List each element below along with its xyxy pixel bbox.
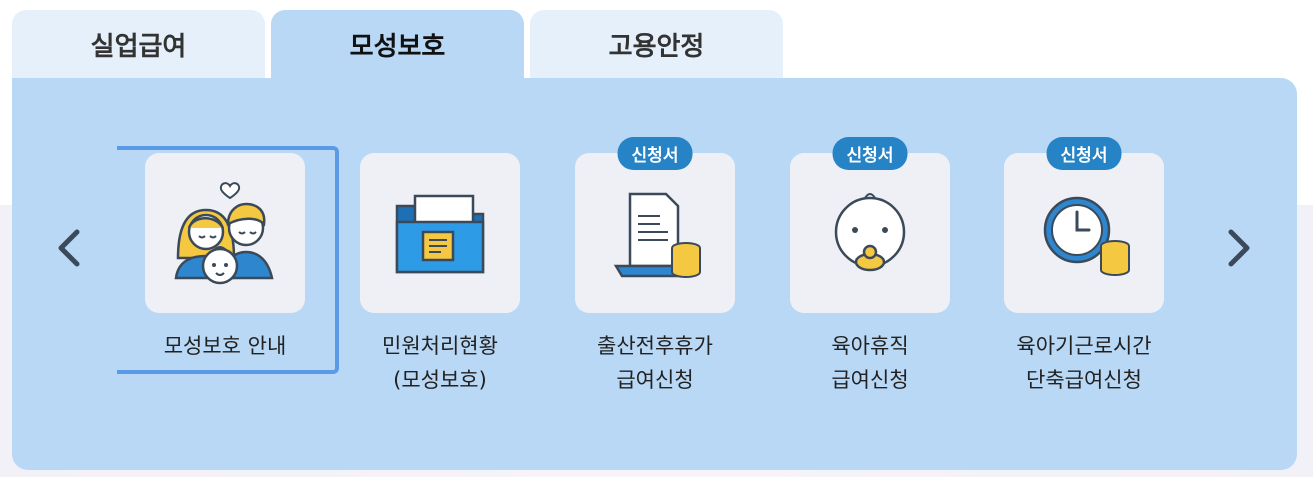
baby-pacifier-icon	[834, 193, 906, 272]
menu-card: 신청서	[575, 137, 735, 313]
next-arrow-button[interactable]	[1220, 218, 1260, 278]
menu-item-label: 민원처리현황 (모성보호)	[350, 329, 530, 397]
menu-item-parental-leave-benefit[interactable]: 신청서 육아휴직 급여신청	[780, 137, 960, 397]
chevron-left-icon	[58, 229, 80, 267]
menu-card	[360, 153, 520, 313]
tab-maternity-protection[interactable]: 모성보호	[271, 10, 524, 78]
menu-card: 신청서	[790, 137, 950, 313]
menu-item-label: 출산전후휴가 급여신청	[565, 329, 745, 397]
label-line-2: 단축급여신청	[1026, 368, 1142, 392]
tab-panel: 모성보호 안내 민원처리현황 (모성보호) 신청서	[12, 78, 1297, 470]
label-line-1: 민원처리현황	[382, 334, 498, 358]
menu-item-maternity-guide[interactable]: 모성보호 안내	[135, 153, 315, 363]
label-line-1: 출산전후휴가	[597, 334, 713, 358]
menu-item-label: 육아기근로시간 단축급여신청	[994, 329, 1174, 397]
label-line-1: 육아휴직	[831, 334, 909, 358]
chevron-right-icon	[1228, 229, 1250, 267]
menu-item-maternity-leave-benefit[interactable]: 신청서 출산전후휴가 급여신청	[565, 137, 745, 397]
document-coins-icon	[613, 192, 701, 278]
menu-card	[145, 153, 305, 313]
folder-document-icon	[395, 194, 485, 274]
prev-arrow-button[interactable]	[48, 218, 88, 278]
application-badge: 신청서	[1046, 137, 1122, 170]
menu-card: 신청서	[1004, 137, 1164, 313]
clock-coins-icon	[1043, 196, 1130, 276]
application-badge: 신청서	[617, 137, 693, 170]
label-line-2: 급여신청	[616, 368, 694, 392]
menu-item-label: 육아휴직 급여신청	[780, 329, 960, 397]
application-badge: 신청서	[832, 137, 908, 170]
menu-item-reduced-hours-benefit[interactable]: 신청서 육아기근로시간 단축급여신청	[994, 137, 1174, 397]
label-line-1: 모성보호 안내	[163, 334, 287, 358]
label-line-1: 육아기근로시간	[1016, 334, 1152, 358]
label-line-2: (모성보호)	[393, 368, 487, 392]
menu-item-label: 모성보호 안내	[135, 329, 315, 363]
tab-employment-stability[interactable]: 고용안정	[530, 10, 783, 78]
label-line-2: 급여신청	[831, 368, 909, 392]
family-icon	[174, 182, 274, 285]
menu-item-complaint-status[interactable]: 민원처리현황 (모성보호)	[350, 153, 530, 397]
tab-unemployment-benefit[interactable]: 실업급여	[12, 10, 265, 78]
